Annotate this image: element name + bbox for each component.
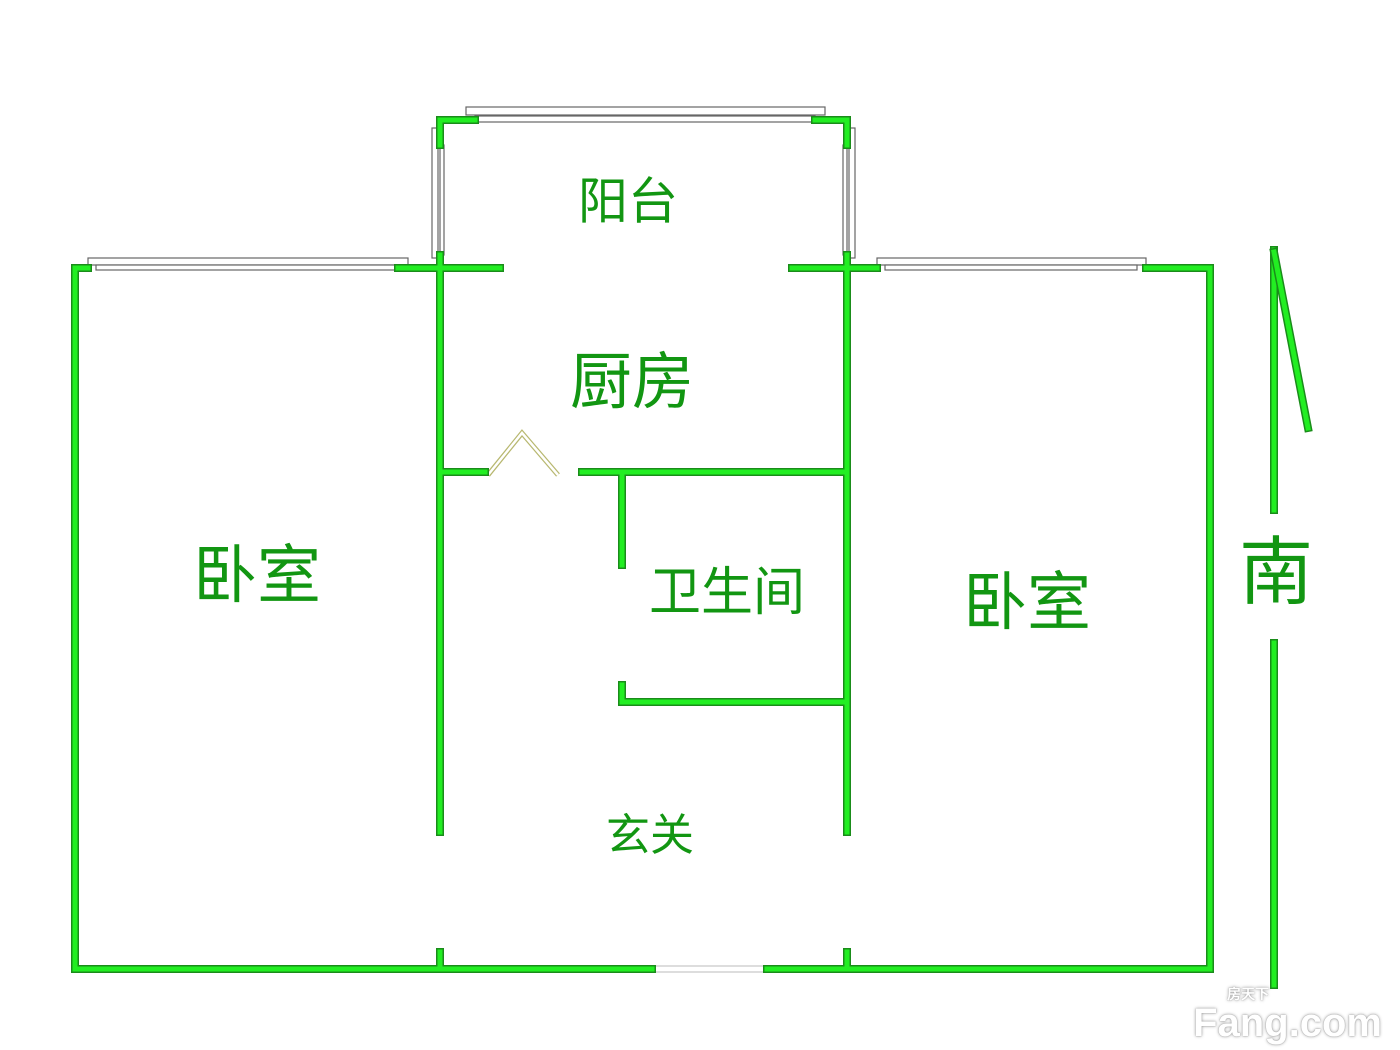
walls [71, 116, 1214, 973]
room-label-kitchen: 厨房 [570, 345, 694, 418]
compass-arrow [1269, 246, 1313, 989]
room-label-bathroom: 卫生间 [649, 563, 805, 623]
logo-subtitle: 房天下 [1227, 986, 1270, 1002]
room-label-entrance: 玄关 [606, 810, 694, 861]
logo-text: Fang.com [1193, 1001, 1382, 1045]
compass-label: 南 [1239, 530, 1313, 616]
kitchen-door [486, 429, 560, 477]
room-label-bedroom-right: 卧室 [963, 567, 1091, 641]
fang-logo: 房天下 Fang.com [1193, 986, 1382, 1044]
room-label-bedroom-left: 卧室 [193, 540, 321, 614]
room-label-balcony: 阳台 [578, 173, 678, 231]
